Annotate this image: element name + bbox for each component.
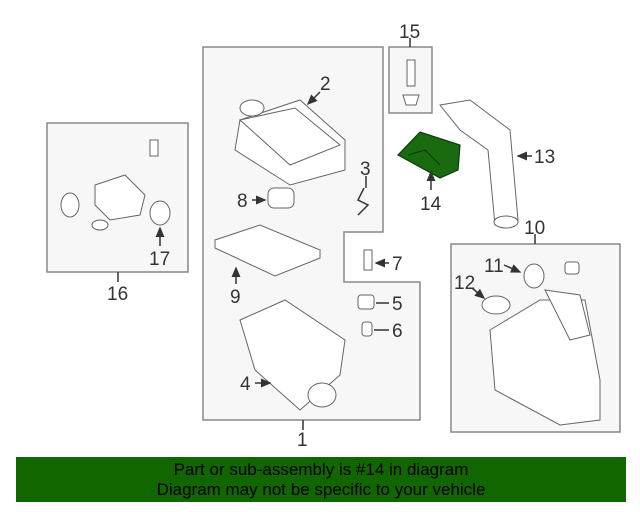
part-3-clip[interactable] (356, 187, 370, 216)
part-17-gasket[interactable] (149, 200, 171, 226)
notice-line-2: Diagram may not be specific to your vehi… (156, 480, 486, 499)
part-12-seal[interactable] (481, 295, 511, 315)
callout-8: 8 (237, 191, 248, 212)
part-4-air-cleaner-body[interactable] (239, 299, 346, 411)
part-8-mass-airflow-sensor[interactable] (267, 187, 295, 209)
callout-7: 7 (392, 254, 403, 275)
callout-9: 9 (230, 287, 241, 308)
callout-16: 16 (107, 284, 128, 305)
part-15-bolt[interactable] (402, 59, 420, 106)
part-11-ring[interactable] (523, 263, 545, 289)
part-9-air-filter[interactable] (213, 224, 322, 277)
notice-banner: Part or sub-assembly is #14 in diagram D… (16, 457, 626, 502)
callout-11: 11 (484, 256, 504, 277)
part-7-bolt[interactable] (363, 249, 373, 271)
callout-13: 13 (534, 147, 555, 168)
part-13-air-duct[interactable] (439, 99, 519, 229)
part-5-grommet[interactable] (357, 294, 375, 310)
part-6-bushing[interactable] (361, 321, 373, 337)
callout-5: 5 (392, 294, 403, 315)
callout-14: 14 (420, 194, 442, 215)
callout-10: 10 (524, 218, 545, 239)
part-2-air-cleaner-cover[interactable] (234, 99, 346, 186)
callout-15: 15 (399, 22, 420, 43)
part-16-throttle-assembly[interactable] (60, 139, 159, 231)
callout-3: 3 (360, 159, 371, 180)
part-10-resonator[interactable] (489, 261, 601, 426)
callout-2: 2 (320, 74, 331, 95)
callout-4: 4 (240, 374, 251, 395)
notice-line-1: Part or sub-assembly is #14 in diagram (173, 460, 469, 479)
part-14-highlighted[interactable] (397, 131, 461, 179)
callout-6: 6 (392, 321, 403, 342)
callout-1: 1 (297, 430, 308, 451)
callout-17: 17 (149, 249, 170, 270)
callout-12: 12 (454, 273, 475, 294)
